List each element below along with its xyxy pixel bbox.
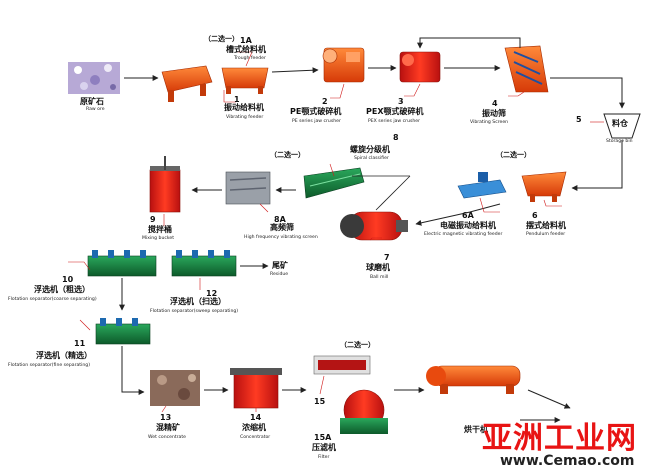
flow-arrow	[571, 140, 623, 191]
trough-feeder-label-en: Trough feeder	[234, 56, 266, 61]
step-number: 12	[206, 289, 218, 298]
raw-ore-image	[68, 62, 120, 94]
pendulum-feeder-label-en: Pendulum feeder	[526, 232, 566, 237]
electromagnetic-feeder-label: 电磁振动给料机	[440, 221, 496, 230]
storage-bin-label: 料仓	[612, 119, 628, 128]
trough-feeder-label: 槽式给料机	[226, 45, 266, 54]
option-15-machine	[313, 355, 371, 375]
vibrating-screen-machine	[504, 45, 549, 93]
flow-arrow	[550, 77, 625, 109]
choice-label: （二选一）	[496, 151, 531, 159]
storage-bin-label-en: Storage bin	[606, 139, 633, 144]
raw-ore-label: 原矿石	[80, 97, 104, 106]
pendulum-feeder-label: 摆式给料机	[526, 221, 566, 230]
concentrator-label: 浓缩机	[242, 423, 266, 432]
filter-press-label-en: Filter	[318, 455, 330, 460]
storage-bin	[603, 113, 641, 139]
spiral-classifier-label-en: Spiral classifier	[354, 156, 389, 161]
dryer-label: 烘干机	[464, 425, 488, 434]
step-number: 2	[322, 97, 328, 106]
flotation-sweep-label-en: Flotation separator(sweep separating)	[150, 309, 239, 314]
step-number: 15	[314, 397, 326, 406]
pe-jaw-crusher-label-en: PE series jaw crusher	[292, 119, 341, 124]
spiral-classifier-machine	[303, 167, 365, 199]
concentrator-label-en: Concentrator	[240, 435, 271, 440]
high-frequency-screen-label: 高频筛	[270, 223, 294, 232]
concentrator-machine	[230, 368, 282, 409]
step-number: 11	[74, 339, 86, 348]
flotation-sweep-label: 浮选机（扫选）	[170, 297, 226, 306]
flotation-coarse-machine	[87, 250, 157, 277]
step-number: 8A	[274, 215, 286, 224]
vibrating-screen-label: 振动筛	[482, 109, 506, 118]
pe-jaw-crusher-machine	[322, 47, 365, 83]
flotation-coarse-label-en: Flotation separator(coarse separating)	[8, 297, 97, 302]
flotation-fine-label-en: Flotation separator(fine separating)	[8, 363, 90, 368]
choice-label: （二选一）	[270, 151, 305, 159]
raw-ore-label-en: Raw ore	[86, 107, 105, 112]
rotary-dryer-machine	[426, 365, 521, 394]
high-frequency-screen-machine	[225, 171, 271, 205]
vibrating-feeder-label-en: Vibrating feeder	[226, 115, 264, 120]
step-number: 6	[532, 211, 538, 220]
step-number: 1A	[240, 36, 252, 45]
pendulum-feeder-machine	[521, 171, 567, 202]
step-number: 3	[398, 97, 404, 106]
pex-jaw-crusher-machine	[399, 51, 441, 83]
residue-label-en: Residue	[270, 272, 289, 277]
step-number: 7	[384, 253, 390, 262]
flow-arrow	[121, 346, 145, 395]
flow-arrow	[415, 203, 501, 226]
residue-label: 尾矿	[272, 261, 288, 270]
step-number: 1	[234, 95, 240, 104]
wet-concentrate-image	[150, 370, 200, 406]
step-number: 6A	[462, 211, 474, 220]
watermark-url: www.Cemao.com	[500, 453, 635, 469]
vibrating-screen-label-en: Vibrating Screen	[470, 120, 509, 125]
vibrating-feeder-label: 振动给料机	[224, 103, 264, 112]
vibrating-feeder-machine	[161, 65, 213, 102]
flotation-fine-machine	[95, 318, 151, 345]
step-number: 4	[492, 99, 498, 108]
flotation-coarse-label: 浮选机（粗选）	[34, 285, 90, 294]
pex-jaw-crusher-label: PEX颚式破碎机	[366, 107, 424, 116]
mixing-bucket-machine	[149, 156, 181, 213]
trough-feeder-machine	[221, 67, 269, 94]
step-number: 5	[576, 115, 582, 124]
watermark-text: 亚洲工业网	[482, 421, 637, 456]
step-number: 13	[160, 413, 172, 422]
return-arrow	[417, 37, 521, 49]
flotation-fine-label: 浮选机（精选）	[36, 351, 92, 360]
step-number: 15A	[314, 433, 332, 442]
electromagnetic-feeder-label-en: Electric magnetic vibrating feeder	[424, 232, 503, 237]
flow-arrow	[271, 67, 319, 74]
step-number: 8	[393, 133, 399, 142]
high-frequency-screen-label-en: High frequency vibrating screen	[244, 235, 318, 240]
ball-mill-label: 球磨机	[366, 263, 390, 272]
choice-label: （二选一）	[204, 35, 239, 43]
filter-press-label: 压滤机	[312, 443, 336, 452]
mixing-bucket-label: 搅拌桶	[148, 225, 172, 234]
ball-mill-label-en: Ball mill	[370, 275, 389, 280]
loop-line	[375, 175, 411, 211]
flow-arrow	[527, 389, 571, 409]
step-number: 9	[150, 215, 156, 224]
wet-concentrate-label-en: Wet concentrate	[148, 435, 187, 440]
leader-lines	[68, 51, 604, 413]
pex-jaw-crusher-label-en: PEX series jaw crusher	[368, 119, 420, 124]
pe-jaw-crusher-label: PE颚式破碎机	[290, 107, 342, 116]
mixing-bucket-label-en: Mixing bucket	[142, 236, 174, 241]
step-number: 10	[62, 275, 74, 284]
electromagnetic-feeder-machine	[457, 172, 507, 199]
step-number: 14	[250, 413, 262, 422]
wet-concentrate-label: 混精矿	[156, 423, 180, 432]
spiral-classifier-label: 螺旋分级机	[350, 145, 390, 154]
flotation-sweep-machine	[171, 250, 237, 277]
filter-press-machine	[340, 389, 388, 434]
choice-label: （二选一）	[340, 341, 375, 349]
ball-mill-machine	[340, 211, 408, 241]
